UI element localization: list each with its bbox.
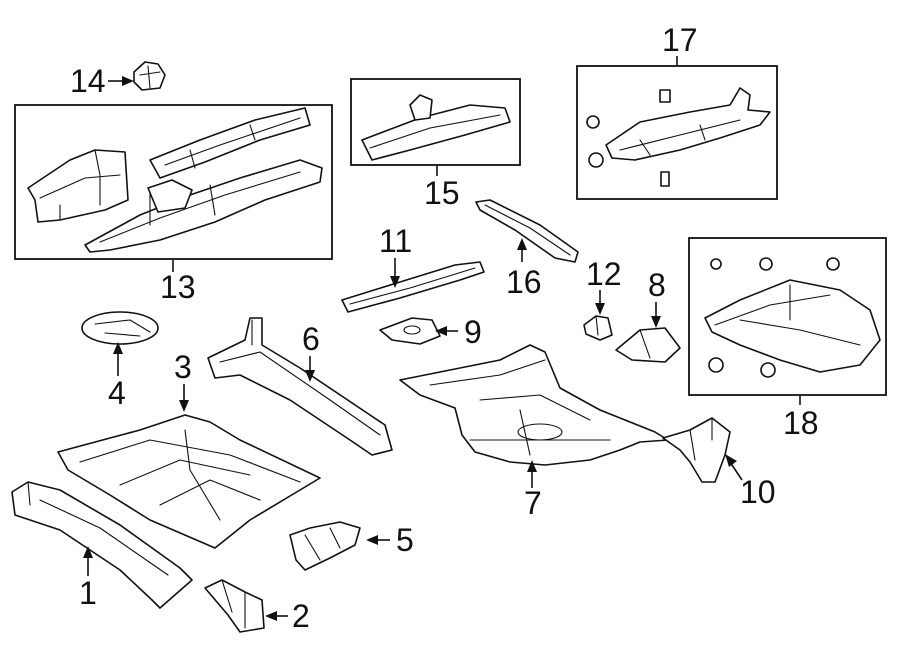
part-9-bracket bbox=[379, 317, 441, 345]
part-13-rails bbox=[27, 107, 323, 253]
part-15-crossmember bbox=[361, 94, 511, 161]
callout-11: 11 bbox=[379, 223, 412, 259]
callout-6: 6 bbox=[302, 321, 320, 357]
part-7-rear-floor-pan bbox=[399, 344, 669, 466]
callout-4: 4 bbox=[108, 375, 126, 411]
callout-13: 13 bbox=[160, 269, 196, 305]
callout-18: 18 bbox=[783, 405, 819, 441]
group-box-13 bbox=[14, 104, 333, 260]
part-1-rail bbox=[11, 481, 193, 609]
part-12-bracket bbox=[583, 315, 613, 341]
group-box-15 bbox=[350, 78, 521, 166]
part-17-shield bbox=[586, 87, 771, 187]
callout-14: 14 bbox=[70, 63, 106, 99]
part-6-crossmember bbox=[207, 317, 393, 456]
group-box-18 bbox=[688, 237, 887, 396]
callout-10: 10 bbox=[740, 474, 776, 510]
callout-1: 1 bbox=[79, 575, 97, 611]
part-2-bracket bbox=[204, 579, 265, 633]
callout-5: 5 bbox=[396, 522, 414, 558]
callout-7: 7 bbox=[524, 485, 542, 521]
part-10-bracket bbox=[662, 417, 731, 483]
callout-8: 8 bbox=[648, 267, 666, 303]
callout-2: 2 bbox=[292, 598, 310, 634]
part-18-shield bbox=[704, 257, 881, 378]
part-5-bracket bbox=[289, 521, 361, 571]
part-8-bracket bbox=[615, 327, 681, 363]
part-16-rail bbox=[475, 199, 579, 263]
callout-15: 15 bbox=[424, 175, 460, 211]
part-3-floor-pan bbox=[57, 414, 321, 549]
part-14-bracket bbox=[133, 61, 166, 91]
callout-16: 16 bbox=[506, 264, 542, 300]
callout-12: 12 bbox=[586, 256, 622, 292]
callout-17: 17 bbox=[662, 22, 698, 58]
part-4-cover bbox=[81, 311, 159, 345]
callout-9: 9 bbox=[464, 314, 482, 350]
part-11-rail bbox=[341, 261, 485, 313]
callout-3: 3 bbox=[174, 349, 192, 385]
